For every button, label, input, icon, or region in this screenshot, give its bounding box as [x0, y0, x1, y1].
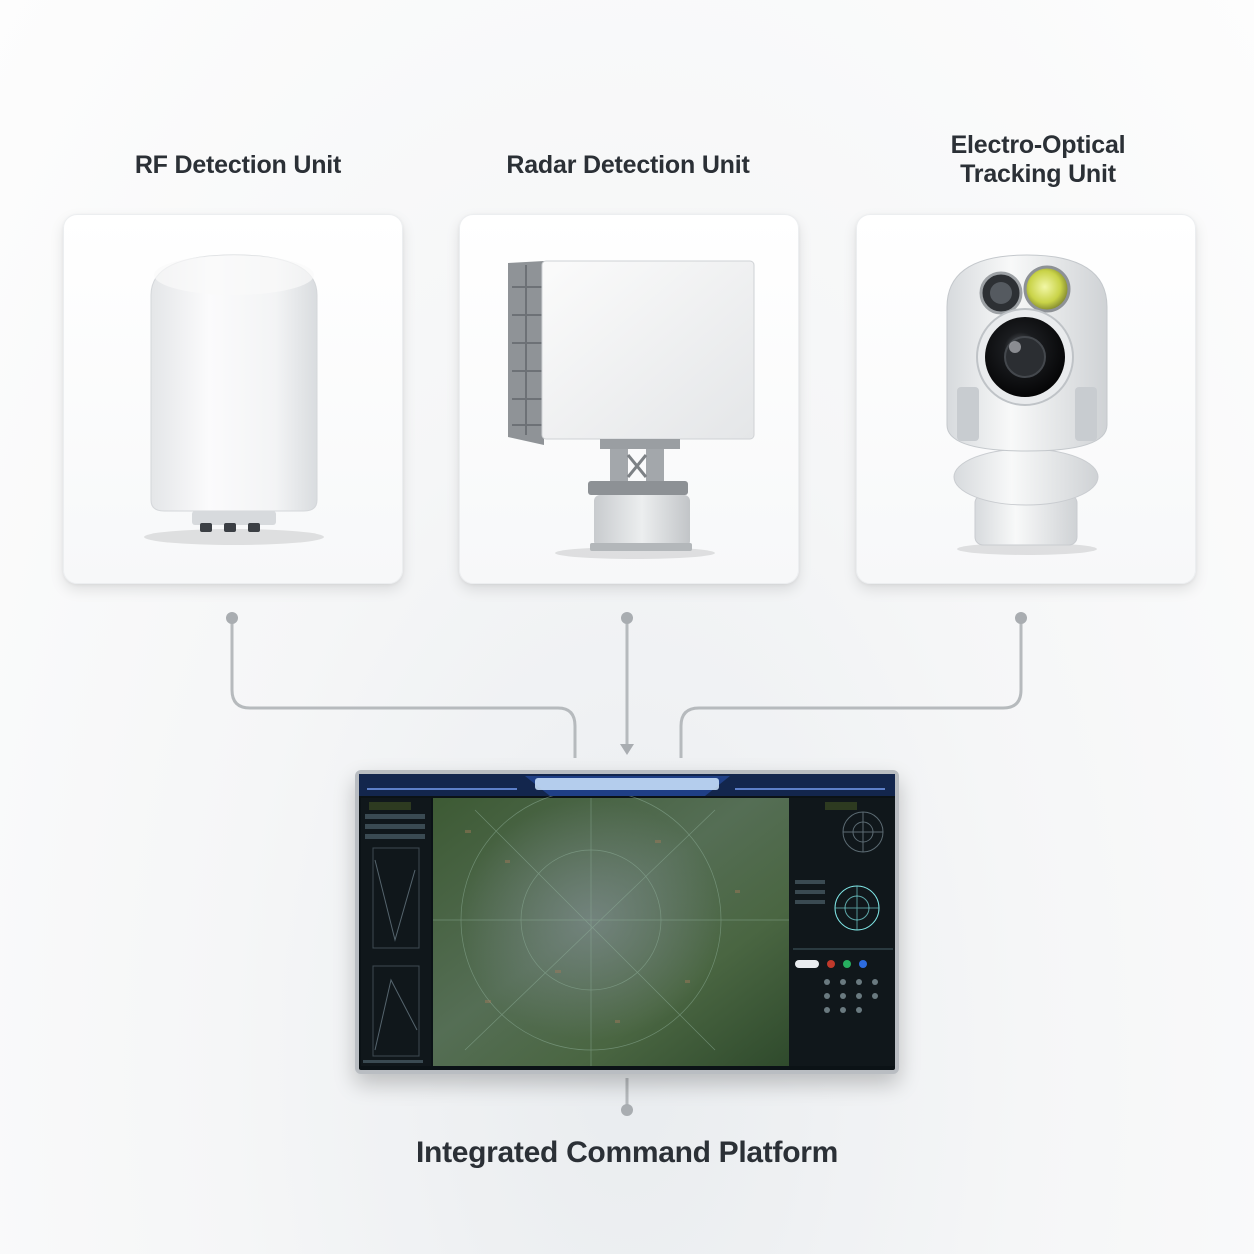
rf-unit-title: RF Detection Unit	[134, 151, 342, 179]
radar-unit-image	[508, 260, 755, 559]
eo-unit-title: Electro-Optical Tracking Unit	[950, 131, 1126, 188]
platform-title: Integrated Command Platform	[416, 1136, 838, 1169]
radar-unit-title: Radar Detection Unit	[506, 151, 750, 179]
command-monitor-image	[359, 774, 895, 1070]
rf-unit-card	[63, 214, 403, 584]
eo-camera-image	[946, 254, 1108, 555]
command-platform-monitor	[355, 770, 899, 1074]
rf-unit-image	[144, 254, 324, 545]
radar-unit-card	[459, 214, 799, 584]
eo-unit-card	[856, 214, 1196, 584]
